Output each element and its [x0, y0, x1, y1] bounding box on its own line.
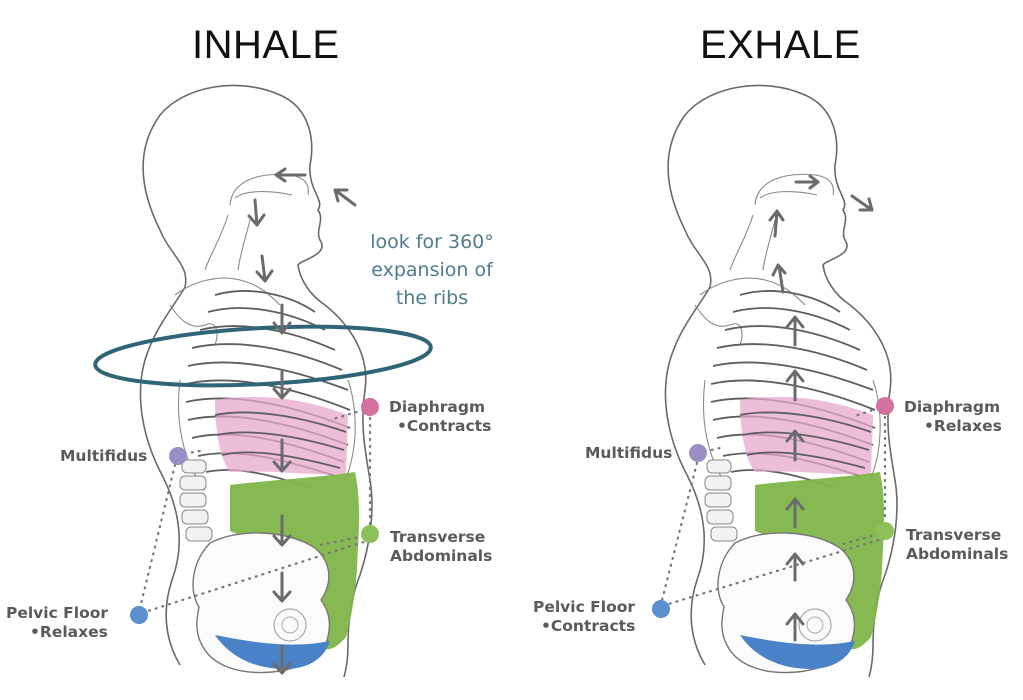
arrow-out-nose-icon [850, 194, 874, 212]
exhale-title: EXHALE [700, 23, 861, 67]
rib-expansion-ellipse [93, 324, 433, 388]
multifidus-dot [169, 447, 187, 465]
arrow-down-icon [272, 370, 292, 400]
label-name: Transverse [906, 526, 1002, 544]
inhale-leaders [130, 398, 379, 624]
pelvic-floor-dot [652, 600, 670, 618]
label-state: •Contracts [397, 417, 492, 435]
label-name-2: Abdominals [390, 547, 493, 565]
inhale-figure [139, 84, 373, 678]
arrow-up-icon [785, 429, 805, 462]
diaphragm-dot [361, 398, 379, 416]
arrow-mouth-right-icon [794, 174, 820, 190]
label-name: Multifidus [585, 444, 673, 462]
note-line: the ribs [395, 287, 469, 309]
exhale-transverse-label: Transverse Abdominals [906, 526, 1008, 564]
arrow-down-icon [272, 303, 292, 335]
arrow-up-icon [785, 552, 805, 582]
label-state: •Relaxes [30, 623, 108, 641]
arrow-down-icon [272, 571, 292, 603]
label-state: •Contracts [541, 617, 636, 635]
exhale-pelvic-floor-label: Pelvic Floor •Contracts [533, 598, 635, 636]
label-name: Pelvic Floor [6, 604, 109, 622]
arrow-up-icon [785, 315, 805, 347]
arrow-up-icon [785, 497, 805, 529]
multifidus-dot [689, 444, 707, 462]
exhale-multifidus-label: Multifidus [585, 444, 672, 463]
inhale-multifidus-label: Multifidus [60, 447, 147, 466]
diaphragm-dot [876, 397, 894, 415]
arrow-down-icon [272, 644, 292, 675]
label-name: Transverse [390, 528, 486, 546]
exhale-figure [664, 84, 898, 678]
label-name-2: Abdominals [906, 545, 1009, 563]
label-state: •Relaxes [924, 417, 1002, 435]
pelvic-floor-dot [130, 606, 148, 624]
transverse-dot [876, 522, 894, 540]
arrow-up-icon [785, 612, 805, 642]
exhale-diaphragm-label: Diaphragm •Relaxes [904, 398, 1002, 436]
inhale-title: INHALE [192, 23, 340, 67]
note-line: expansion of [371, 259, 493, 281]
inhale-pelvic-floor-label: Pelvic Floor •Relaxes [6, 604, 108, 642]
inhale-airflow-arrows [247, 167, 357, 675]
arrow-up-icon [771, 263, 787, 294]
note-line: look for 360° [370, 231, 494, 253]
arrow-up-icon [785, 369, 805, 402]
exhale-leaders [652, 397, 894, 618]
arrow-down-icon [247, 198, 266, 227]
label-name: Pelvic Floor [533, 598, 636, 616]
label-name: Diaphragm [904, 398, 1001, 416]
inhale-transverse-label: Transverse Abdominals [390, 528, 492, 566]
label-name: Multifidus [60, 447, 148, 465]
transverse-dot [361, 525, 379, 543]
arrow-in-nose-icon [333, 188, 357, 207]
inhale-diaphragm-label: Diaphragm •Contracts [389, 398, 491, 436]
arrow-down-icon [272, 514, 292, 547]
arrow-down-icon [255, 254, 274, 283]
arrow-up-icon [768, 209, 785, 238]
label-name: Diaphragm [389, 398, 486, 416]
rib-expansion-note: look for 360° expansion of the ribs [352, 228, 512, 312]
arrow-mouth-left-icon [274, 167, 307, 183]
exhale-airflow-arrows [768, 174, 874, 642]
arrow-down-icon [272, 438, 292, 473]
